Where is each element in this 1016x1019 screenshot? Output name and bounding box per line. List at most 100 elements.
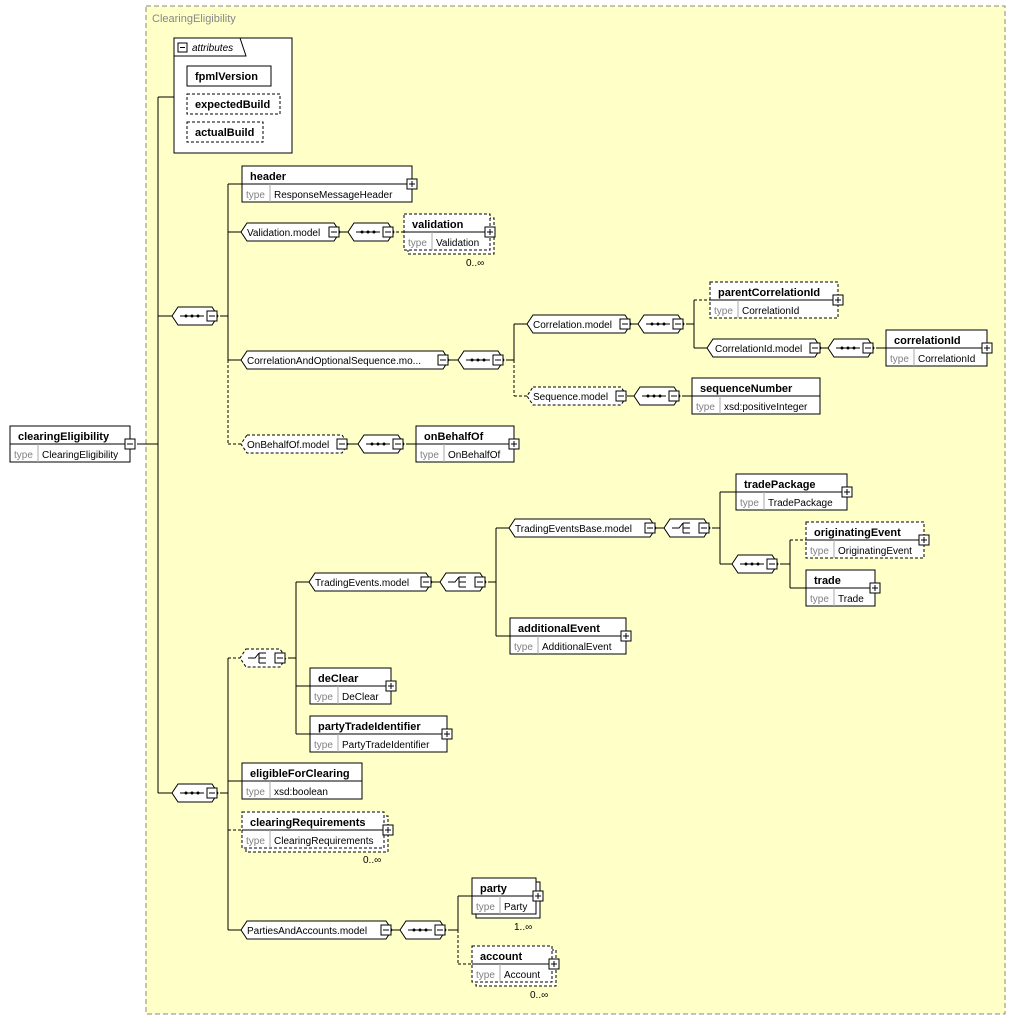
svg-text:ResponseMessageHeader: ResponseMessageHeader <box>274 190 393 201</box>
svg-text:type: type <box>696 402 715 413</box>
group-tradingeventsbase-model[interactable]: TradingEventsBase.model <box>508 518 657 538</box>
svg-text:type: type <box>246 190 265 201</box>
svg-text:type: type <box>476 970 495 981</box>
choice-compositor <box>663 518 711 538</box>
sequence-compositor <box>731 554 779 574</box>
svg-text:TradePackage: TradePackage <box>768 498 833 509</box>
choice-compositor <box>439 572 487 592</box>
element-additionalevent[interactable]: additionalEvent type AdditionalEvent <box>509 617 632 655</box>
group-validation-model[interactable]: Validation.model <box>240 222 341 242</box>
svg-text:validation: validation <box>412 219 464 231</box>
element-declear[interactable]: deClear type DeClear <box>309 667 397 705</box>
svg-text:ClearingEligibility: ClearingEligibility <box>42 450 118 461</box>
sequence-compositor <box>637 314 685 334</box>
svg-text:type: type <box>810 546 829 557</box>
element-account[interactable]: account type Account 0..∞ <box>471 945 560 1001</box>
svg-text:OnBehalfOf.model: OnBehalfOf.model <box>247 440 329 451</box>
attribute-actualbuild[interactable]: actualBuild <box>186 121 264 143</box>
svg-text:originatingEvent: originatingEvent <box>814 527 901 539</box>
svg-text:actualBuild: actualBuild <box>195 127 254 139</box>
element-trade[interactable]: trade type Trade <box>805 569 881 607</box>
svg-text:TradingEvents.model: TradingEvents.model <box>315 578 409 589</box>
element-sequencenumber[interactable]: sequenceNumber type xsd:positiveInteger <box>691 377 821 415</box>
svg-text:Trade: Trade <box>838 594 864 605</box>
svg-text:clearingEligibility: clearingEligibility <box>18 431 110 443</box>
svg-text:0..∞: 0..∞ <box>466 258 484 269</box>
svg-text:AdditionalEvent: AdditionalEvent <box>542 642 612 653</box>
svg-text:type: type <box>314 740 333 751</box>
container-title: ClearingEligibility <box>152 13 236 25</box>
svg-text:OnBehalfOf: OnBehalfOf <box>448 450 500 461</box>
element-partytradeidentifier[interactable]: partyTradeIdentifier type PartyTradeIden… <box>309 715 453 753</box>
svg-text:CorrelationId.model: CorrelationId.model <box>715 344 802 355</box>
svg-text:partyTradeIdentifier: partyTradeIdentifier <box>318 721 421 733</box>
svg-text:party: party <box>480 883 508 895</box>
element-originatingevent[interactable]: originatingEvent type OriginatingEvent <box>805 521 930 559</box>
svg-text:deClear: deClear <box>318 673 359 685</box>
svg-text:additionalEvent: additionalEvent <box>518 623 600 635</box>
svg-text:correlationId: correlationId <box>894 335 961 347</box>
svg-text:account: account <box>480 951 523 963</box>
element-root[interactable]: clearingEligibility type ClearingEligibi… <box>9 425 136 463</box>
sequence-compositor <box>633 386 681 406</box>
svg-text:0..∞: 0..∞ <box>530 990 548 1001</box>
element-onbehalfof[interactable]: onBehalfOf type OnBehalfOf <box>415 425 520 463</box>
group-correlation-model[interactable]: Correlation.model <box>526 314 632 334</box>
svg-text:xsd:positiveInteger: xsd:positiveInteger <box>724 402 808 413</box>
choice-compositor <box>239 648 287 668</box>
element-validation[interactable]: validation type Validation 0..∞ <box>403 213 496 269</box>
sequence-compositor <box>171 306 219 326</box>
svg-text:CorrelationId: CorrelationId <box>742 306 799 317</box>
svg-text:header: header <box>250 171 287 183</box>
sequence-compositor <box>357 434 405 454</box>
element-party[interactable]: party type Party 1..∞ <box>471 877 544 933</box>
group-partiesandaccounts-model[interactable]: PartiesAndAccounts.model <box>240 920 393 940</box>
svg-text:clearingRequirements: clearingRequirements <box>250 817 366 829</box>
group-tradingevents-model[interactable]: TradingEvents.model <box>308 572 433 592</box>
group-sequence-model[interactable]: Sequence.model <box>526 386 628 406</box>
container-frame <box>145 5 1006 1015</box>
svg-text:eligibleForClearing: eligibleForClearing <box>250 768 350 780</box>
svg-text:expectedBuild: expectedBuild <box>195 99 270 111</box>
svg-text:1..∞: 1..∞ <box>514 922 532 933</box>
attribute-expectedbuild[interactable]: expectedBuild <box>186 93 281 115</box>
svg-text:type: type <box>740 498 759 509</box>
svg-text:type: type <box>714 306 733 317</box>
svg-text:type: type <box>514 642 533 653</box>
group-onbehalfof-model[interactable]: OnBehalfOf.model <box>240 434 349 454</box>
svg-text:CorrelationAndOptionalSequence: CorrelationAndOptionalSequence.mo... <box>247 356 421 367</box>
svg-text:type: type <box>246 787 265 798</box>
svg-text:Sequence.model: Sequence.model <box>533 392 608 403</box>
svg-text:Correlation.model: Correlation.model <box>533 320 612 331</box>
svg-text:type: type <box>810 594 829 605</box>
element-clearingrequirements[interactable]: clearingRequirements type ClearingRequir… <box>241 811 394 866</box>
svg-text:PartyTradeIdentifier: PartyTradeIdentifier <box>342 740 430 751</box>
svg-text:type: type <box>408 238 427 249</box>
svg-text:type: type <box>476 902 495 913</box>
element-eligibleforclearing[interactable]: eligibleForClearing type xsd:boolean <box>241 762 363 800</box>
group-correlationid-model[interactable]: CorrelationId.model <box>706 338 822 358</box>
sequence-compositor <box>171 783 219 803</box>
svg-text:Account: Account <box>504 970 540 981</box>
svg-text:type: type <box>890 354 909 365</box>
attribute-fpmlversion[interactable]: fpmlVersion <box>186 65 272 87</box>
svg-text:DeClear: DeClear <box>342 692 379 703</box>
element-parentcorrelationid[interactable]: parentCorrelationId type CorrelationId <box>709 281 844 319</box>
svg-text:type: type <box>314 692 333 703</box>
sequence-compositor <box>399 920 447 940</box>
sequence-compositor <box>827 338 875 358</box>
element-tradepackage[interactable]: tradePackage type TradePackage <box>735 473 853 511</box>
svg-text:type: type <box>14 450 33 461</box>
group-correlation-and-optional-sequence-model[interactable]: CorrelationAndOptionalSequence.mo... <box>240 350 450 370</box>
svg-text:sequenceNumber: sequenceNumber <box>700 383 793 395</box>
svg-text:type: type <box>420 450 439 461</box>
svg-text:xsd:boolean: xsd:boolean <box>274 787 328 798</box>
svg-text:CorrelationId: CorrelationId <box>918 354 975 365</box>
element-header[interactable]: header type ResponseMessageHeader <box>241 165 418 203</box>
element-correlationid[interactable]: correlationId type CorrelationId <box>885 329 993 367</box>
svg-text:ClearingRequirements: ClearingRequirements <box>274 836 374 847</box>
sequence-compositor <box>457 350 505 370</box>
svg-text:tradePackage: tradePackage <box>744 479 816 491</box>
svg-text:parentCorrelationId: parentCorrelationId <box>718 287 820 299</box>
